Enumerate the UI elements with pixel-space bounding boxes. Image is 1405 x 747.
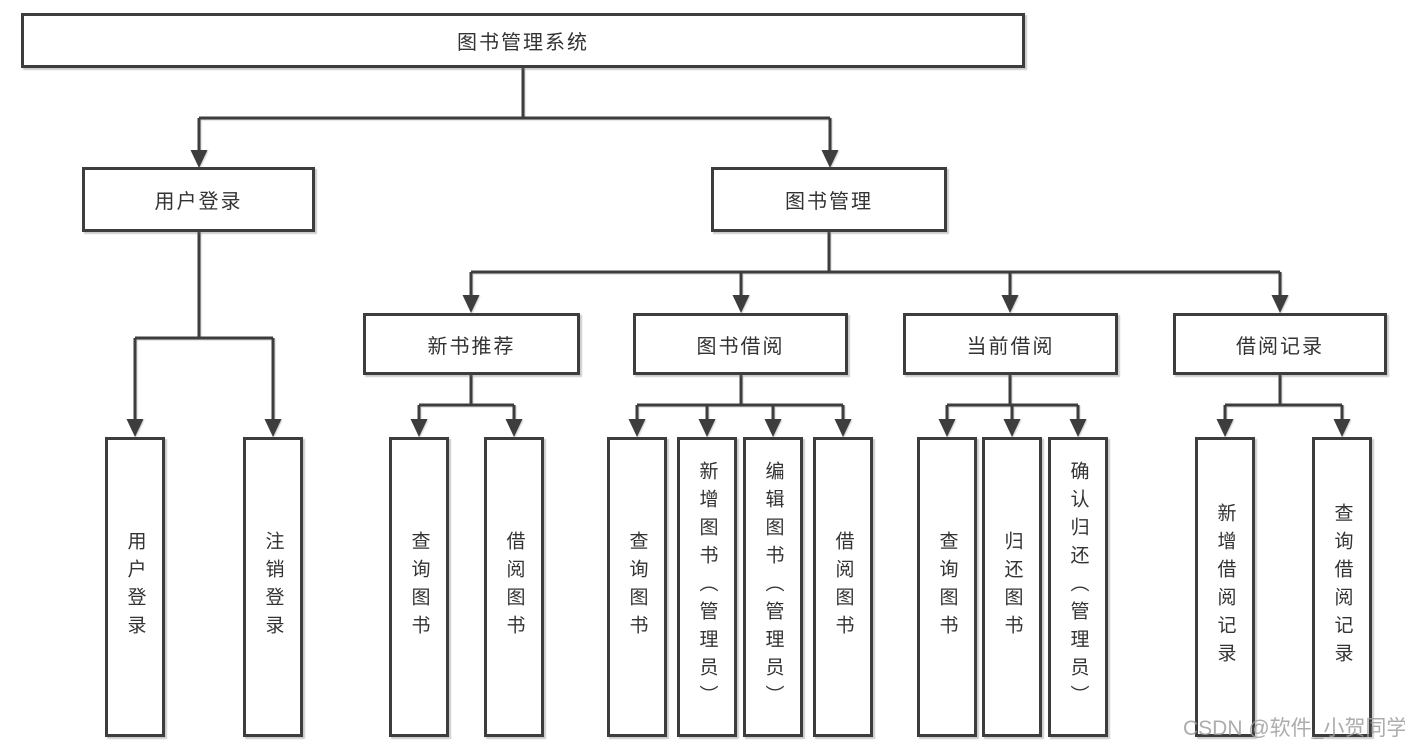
leaf-cb-query-books: 查询图书 bbox=[917, 437, 977, 737]
leaf-label: 编辑图书（管理员） bbox=[762, 461, 784, 713]
node-book-borrow: 图书借阅 bbox=[633, 313, 848, 375]
node-book-management: 图书管理 bbox=[711, 167, 947, 232]
leaf-label: 借阅图书 bbox=[503, 531, 525, 643]
arrowheads-new-book-recommend-children bbox=[410, 419, 523, 437]
leaf-label: 查询图书 bbox=[626, 531, 648, 643]
arrowheads-borrow-records-children bbox=[1216, 419, 1351, 437]
connector-book-management-children bbox=[469, 232, 1282, 296]
csdn-watermark: CSDN @软件_小贺同学 bbox=[1183, 717, 1405, 740]
leaf-bb-borrow-books: 借阅图书 bbox=[813, 437, 873, 737]
arrowheads-book-management-children bbox=[462, 295, 1289, 313]
leaf-cb-confirm-return-admin: 确认归还（管理员） bbox=[1048, 437, 1108, 737]
node-label: 借阅记录 bbox=[1236, 335, 1324, 358]
leaf-label: 查询图书 bbox=[936, 531, 958, 643]
node-label: 新书推荐 bbox=[427, 335, 516, 358]
leaf-label: 确认归还（管理员） bbox=[1067, 461, 1089, 713]
arrowheads-user-login-children bbox=[126, 419, 282, 437]
connector-current-borrow-children bbox=[945, 375, 1080, 420]
leaf-br-query-record: 查询借阅记录 bbox=[1312, 437, 1372, 737]
connector-new-book-recommend-children bbox=[417, 375, 516, 420]
node-label: 当前借阅 bbox=[966, 335, 1055, 358]
leaf-br-add-record: 新增借阅记录 bbox=[1195, 437, 1255, 737]
node-library-management-system: 图书管理系统 bbox=[21, 13, 1025, 68]
connector-borrow-records-children bbox=[1223, 375, 1344, 420]
node-label: 图书借阅 bbox=[696, 335, 785, 358]
leaf-label: 查询借阅记录 bbox=[1331, 503, 1353, 671]
leaf-bb-query-books: 查询图书 bbox=[607, 437, 667, 737]
leaf-label: 注销登录 bbox=[262, 531, 284, 643]
leaf-label: 用户登录 bbox=[124, 531, 146, 643]
leaf-label: 查询图书 bbox=[408, 531, 430, 643]
arrowheads-root-to-level2 bbox=[190, 150, 839, 168]
node-label: 图书管理 bbox=[785, 191, 873, 213]
arrowheads-current-borrow-children bbox=[938, 419, 1087, 437]
leaf-label: 新增借阅记录 bbox=[1214, 503, 1236, 671]
leaf-nb-borrow-books: 借阅图书 bbox=[484, 437, 544, 737]
node-user-login: 用户登录 bbox=[82, 167, 315, 232]
node-label: 用户登录 bbox=[154, 191, 243, 213]
node-borrow-records: 借阅记录 bbox=[1173, 313, 1387, 375]
leaf-label: 借阅图书 bbox=[832, 531, 854, 643]
node-label: 图书管理系统 bbox=[457, 32, 589, 54]
leaf-nb-query-books: 查询图书 bbox=[389, 437, 449, 737]
leaf-bb-edit-books-admin: 编辑图书（管理员） bbox=[743, 437, 803, 737]
connector-book-borrow-children bbox=[635, 375, 845, 420]
node-new-book-recommend: 新书推荐 bbox=[363, 313, 580, 375]
leaf-cb-return-books: 归还图书 bbox=[982, 437, 1042, 737]
leaf-label: 新增图书（管理员） bbox=[696, 461, 718, 713]
leaf-bb-add-books-admin: 新增图书（管理员） bbox=[677, 437, 737, 737]
leaf-label: 归还图书 bbox=[1001, 531, 1023, 643]
connector-root-to-level2 bbox=[197, 68, 832, 151]
connector-user-login-children bbox=[133, 232, 275, 420]
leaf-logout: 注销登录 bbox=[243, 437, 303, 737]
arrowheads-book-borrow-children bbox=[628, 419, 852, 437]
node-current-borrow: 当前借阅 bbox=[903, 313, 1118, 375]
leaf-user-login: 用户登录 bbox=[105, 437, 165, 737]
